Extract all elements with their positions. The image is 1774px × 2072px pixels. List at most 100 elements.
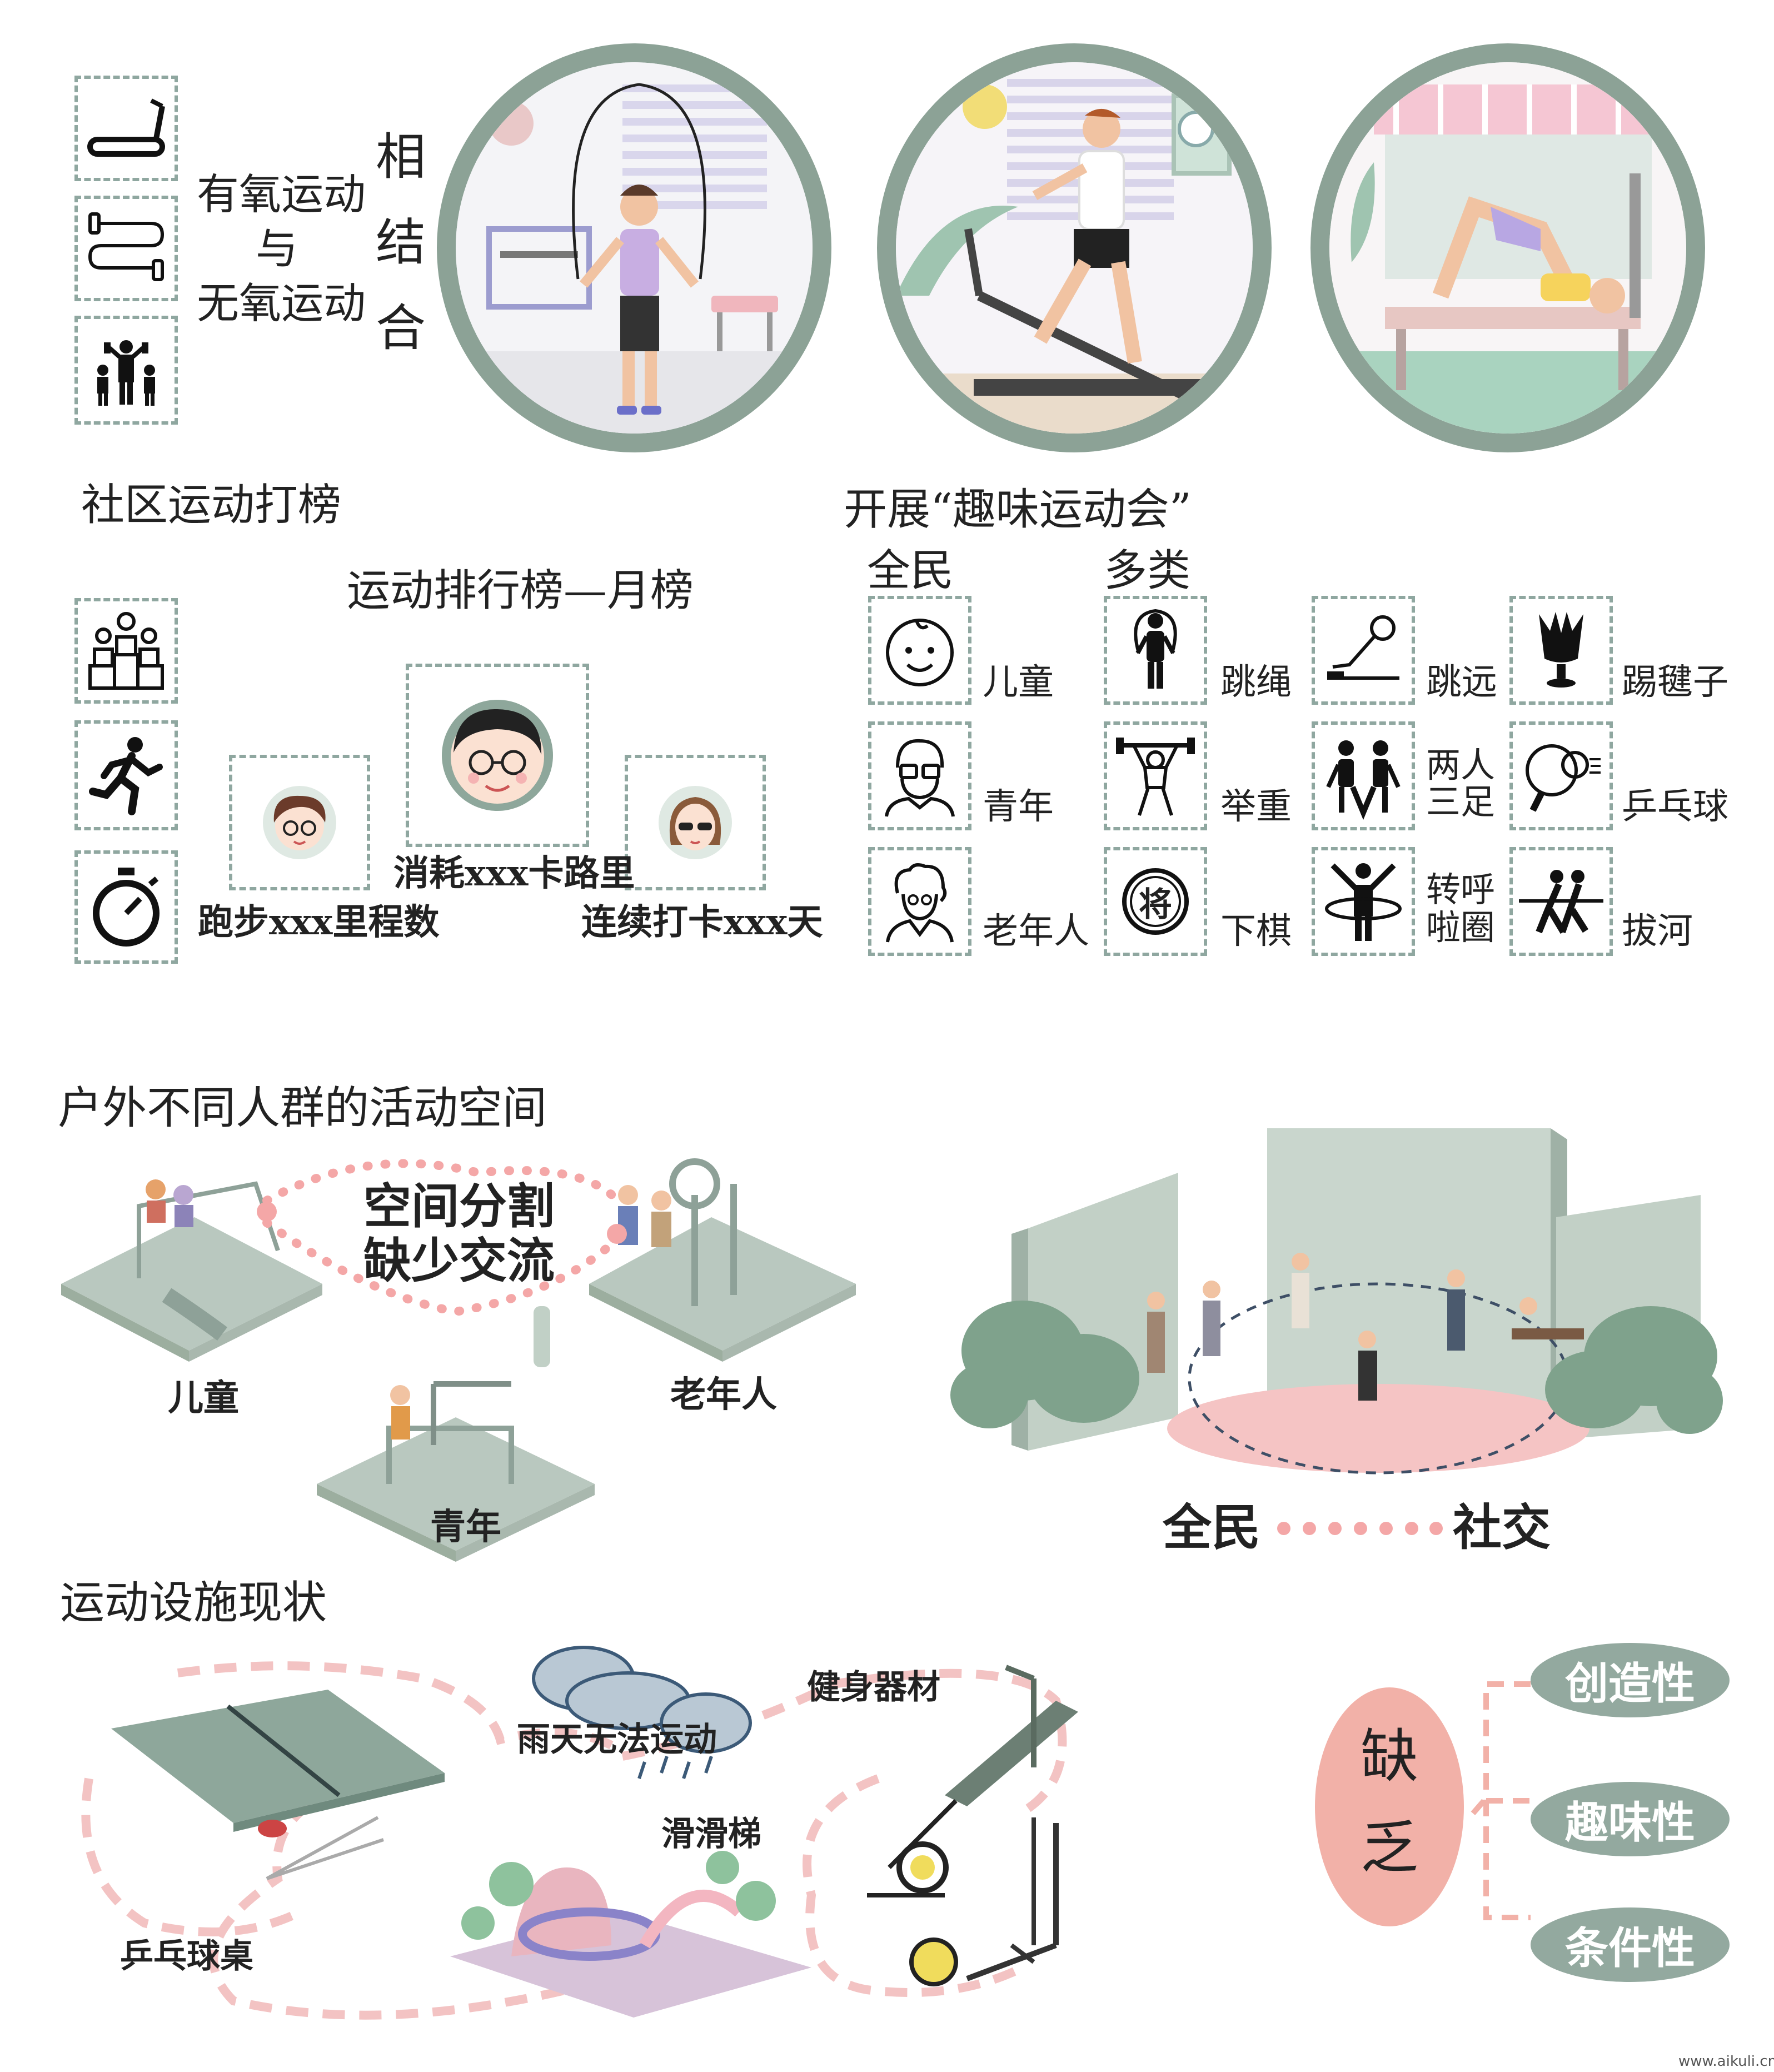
- elderly-woman-icon: [886, 863, 954, 943]
- pill-fun-label: 趣味性: [1564, 1797, 1695, 1848]
- longjump-activity-box: [1312, 596, 1415, 705]
- activity-hula-1: 转呼: [1426, 869, 1496, 910]
- chess-piece-icon: 将: [1122, 868, 1189, 935]
- outdoor-elderly: 老年人: [670, 1374, 777, 1416]
- pilates-illustration: [1310, 43, 1705, 452]
- family-icon-box: [74, 316, 178, 425]
- tug-of-war-icon: [1519, 870, 1603, 934]
- combined-char-2: 结: [376, 213, 426, 272]
- facility-slide: 滑滑梯: [661, 1815, 761, 1854]
- avatar-girl-sunglasses: [659, 786, 732, 859]
- combined-char-1: 相: [376, 128, 426, 186]
- group-elderly: 老年人: [983, 911, 1089, 952]
- divide-line2: 缺少交流: [363, 1233, 555, 1289]
- three-legged-race-icon: [1326, 740, 1401, 820]
- activity-chess: 下棋: [1220, 911, 1292, 952]
- group-children: 儿童: [983, 662, 1054, 703]
- social-right: 社交: [1453, 1498, 1551, 1556]
- pingpong-activity-box: [1509, 721, 1613, 830]
- rank-center-label: 消耗xxx卡路里: [393, 853, 635, 894]
- facilities-section-title: 运动设施现状: [60, 1577, 327, 1628]
- pill-conditions: 条件性: [1531, 1907, 1730, 1982]
- jumprope-activity-box: [1104, 596, 1207, 705]
- weightlift-activity-box: [1104, 721, 1207, 830]
- activity-weightlift: 举重: [1220, 786, 1292, 828]
- facility-pingpong: 乒乓球桌: [120, 1937, 253, 1976]
- combined-char-3: 合: [376, 299, 426, 357]
- hula-hoop-icon: [1325, 863, 1402, 941]
- young-man-glasses-icon: [885, 739, 955, 817]
- youth-icon-box: [868, 721, 971, 830]
- lack-char-1: 缺: [1361, 1722, 1419, 1790]
- watermark: www.aikuli.cn: [1678, 2053, 1774, 2070]
- runner-icon: [89, 737, 163, 815]
- treadmill-icon-box: [74, 76, 178, 181]
- hula-activity-box: [1312, 847, 1415, 956]
- shuttlecock-activity-box: [1509, 596, 1613, 705]
- rank-right-label: 连续打卡xxx天: [581, 901, 823, 943]
- rank-third-avatar-box: [625, 755, 766, 890]
- pill-creativity: 创造性: [1531, 1643, 1730, 1717]
- long-jump-icon: [1327, 615, 1399, 680]
- family-fitness-icon: [97, 340, 155, 406]
- runner-icon-box: [74, 720, 178, 830]
- social-left: 全民: [1163, 1498, 1261, 1556]
- outdoor-youth: 青年: [430, 1506, 501, 1548]
- outdoor-spaces-diagram: [61, 1158, 856, 1562]
- activity-shuttlecock: 踢毽子: [1622, 662, 1728, 703]
- jumprope-icon: [88, 212, 165, 281]
- activity-hula-2: 啦圈: [1426, 907, 1496, 948]
- rank-first-avatar-box: [406, 664, 589, 847]
- jumprope-person-icon: [1134, 609, 1177, 689]
- avatar-boy-glasses: [263, 786, 336, 859]
- combo-line1: 有氧运动: [197, 170, 366, 219]
- activity-tugofwar: 拔河: [1622, 911, 1693, 952]
- facilities-map: [81, 1646, 1078, 2020]
- group-youth: 青年: [983, 786, 1054, 828]
- treadmill-run-illustration: [877, 43, 1272, 452]
- ranking-board-title: 运动排行榜—月榜: [347, 566, 694, 616]
- all-people-label: 全民: [867, 546, 954, 596]
- pill-fun: 趣味性: [1531, 1782, 1730, 1856]
- facility-rain: 雨天无法运动: [517, 1720, 717, 1759]
- combo-line3: 无氧运动: [197, 278, 366, 328]
- three-legged-activity-box: [1312, 721, 1415, 830]
- lack-oval: [1315, 1687, 1464, 1926]
- shuttlecock-icon: [1539, 612, 1583, 688]
- outdoor-children: 儿童: [168, 1377, 239, 1419]
- activity-pingpong: 乒乓球: [1622, 786, 1728, 828]
- pill-conditions-label: 条件性: [1564, 1923, 1695, 1974]
- community-social-illustration: [950, 1128, 1723, 1475]
- jumprope-icon-box: [74, 196, 178, 301]
- ranking-section-title: 社区运动打榜: [81, 480, 342, 530]
- activity-longjump: 跳远: [1426, 662, 1497, 703]
- social-dots: [1277, 1522, 1443, 1535]
- activity-three-legged-2: 三足: [1426, 781, 1496, 822]
- combo-line2: 与: [256, 224, 298, 273]
- gym-jumprope-illustration: [437, 43, 831, 452]
- treadmill-icon: [87, 98, 165, 157]
- outdoor-section-title: 户外不同人群的活动空间: [58, 1082, 547, 1134]
- pingpong-paddle-icon: [1526, 744, 1601, 812]
- weightlifter-icon: [1116, 738, 1195, 816]
- tugofwar-activity-box: [1509, 847, 1613, 956]
- activity-jumprope: 跳绳: [1220, 662, 1292, 703]
- child-icon-box: [868, 596, 971, 705]
- stopwatch-icon-box: [74, 850, 178, 964]
- rank-left-label: 跑步xxx里程数: [198, 901, 440, 943]
- chess-activity-box: 将: [1104, 847, 1207, 956]
- lack-connector: [1467, 1681, 1531, 1920]
- podium-icon: [88, 612, 164, 690]
- divide-line1: 空间分割: [363, 1178, 555, 1234]
- avatar-man-glasses: [442, 700, 553, 811]
- games-section-title: 开展“趣味运动会”: [844, 485, 1192, 535]
- activity-three-legged-1: 两人: [1426, 745, 1496, 785]
- elderly-icon-box: [868, 847, 971, 956]
- many-types-label: 多类: [1104, 546, 1191, 596]
- baby-face-icon: [886, 619, 954, 686]
- stopwatch-icon: [93, 868, 160, 947]
- pill-creativity-label: 创造性: [1564, 1658, 1695, 1709]
- facility-fitness: 健身器材: [807, 1668, 940, 1707]
- rank-second-avatar-box: [229, 755, 370, 890]
- chess-glyph: 将: [1130, 876, 1181, 927]
